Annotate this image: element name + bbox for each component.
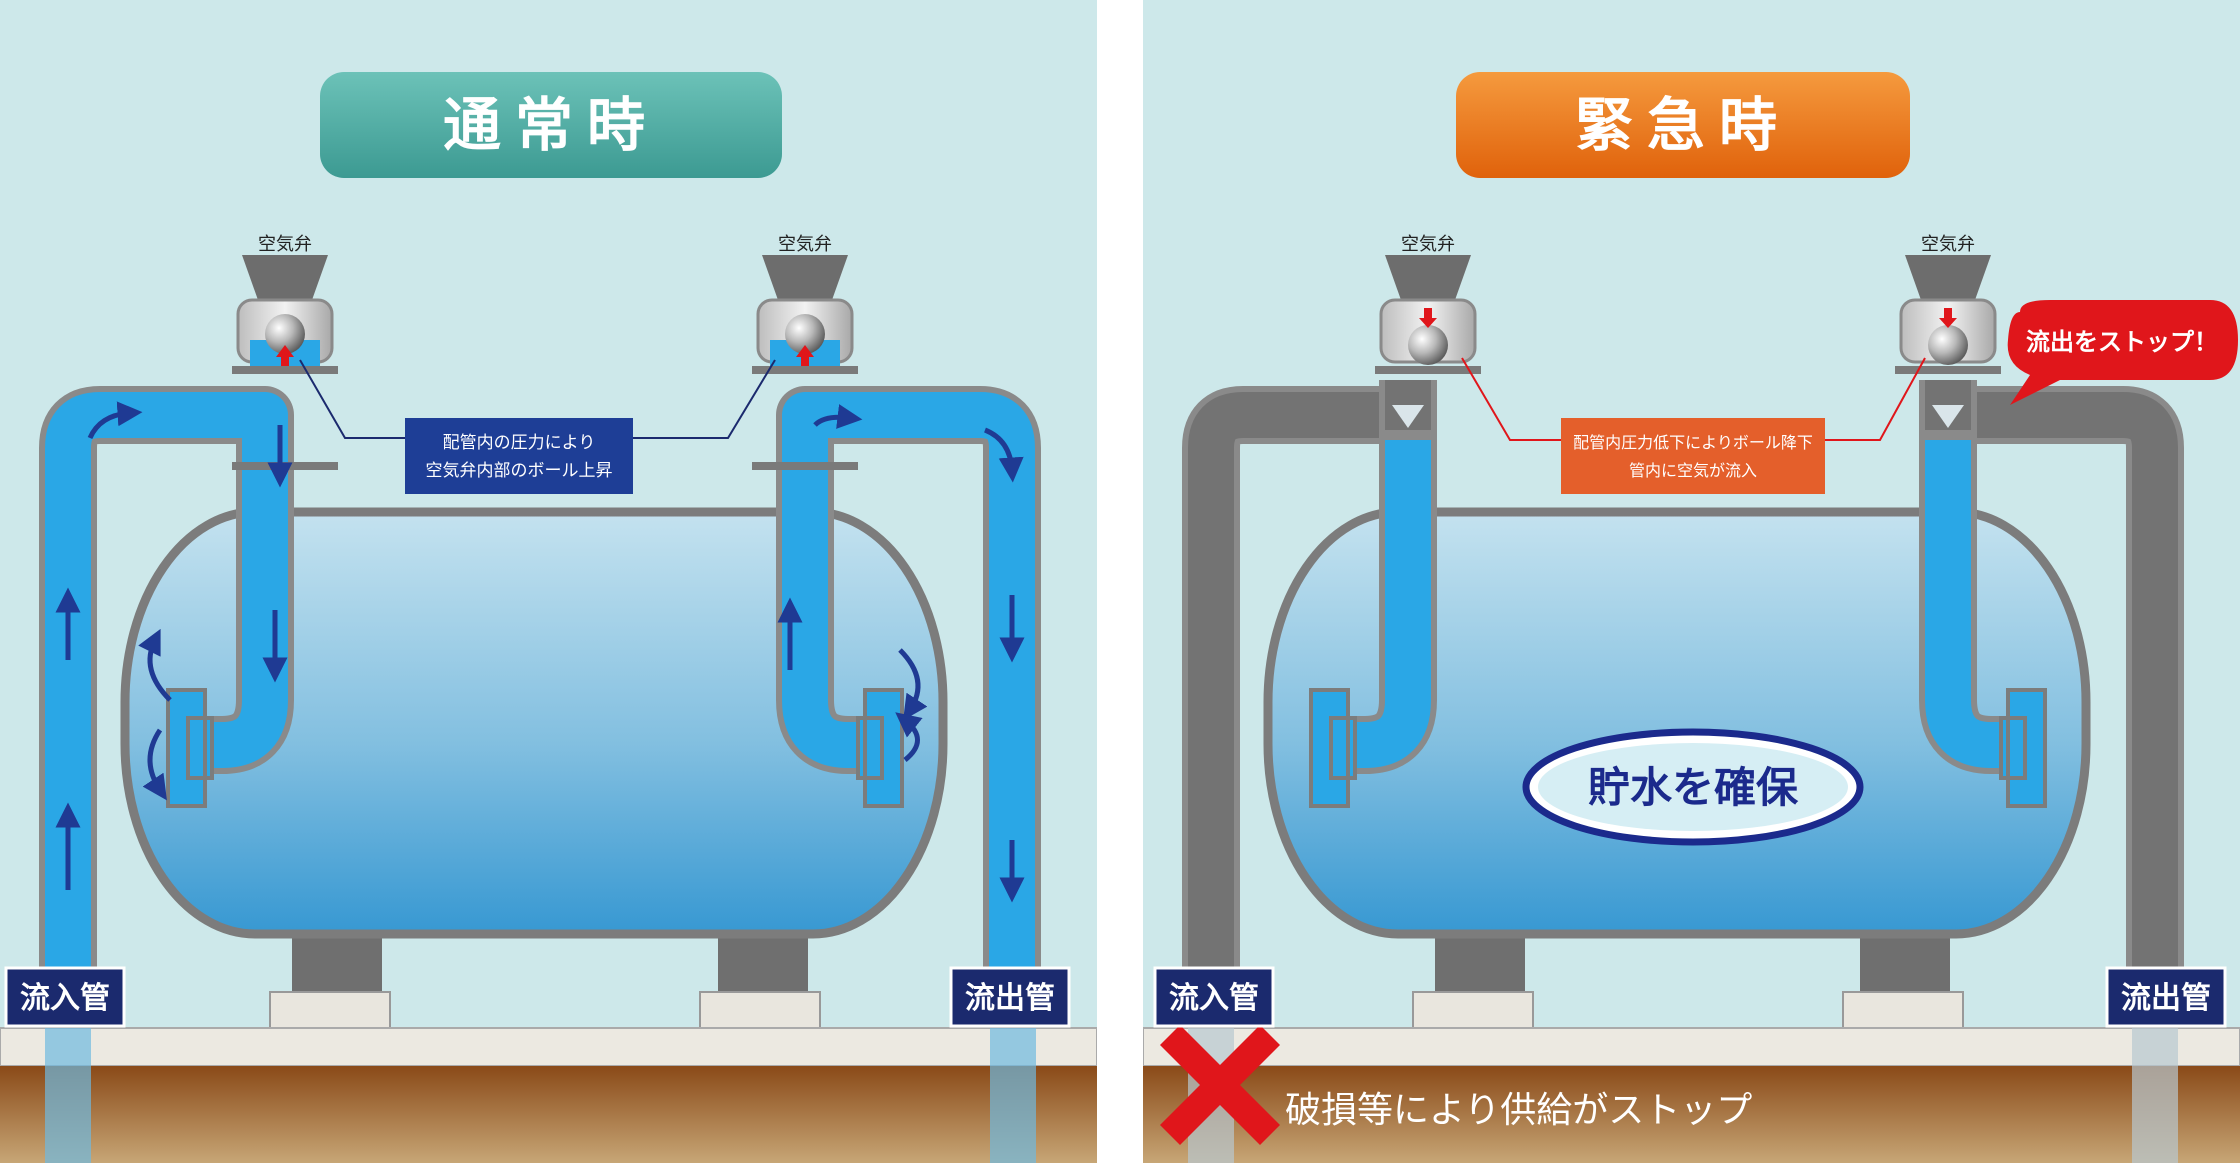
red-x-icon: [1160, 1025, 1280, 1145]
normal-callout-line2: 空気弁内部のボール上昇: [426, 461, 613, 481]
air-valve-right: [1895, 255, 2001, 374]
emergency-callout-box: [1561, 418, 1825, 494]
stop-bubble: [2007, 300, 2238, 405]
emergency-valve-label-right: 空気弁: [1921, 234, 1975, 255]
emergency-title: 緊急時: [1575, 91, 1791, 159]
tank-foot-right: [1842, 991, 1964, 1029]
tank-foot-left: [1412, 991, 1534, 1029]
inlet-bell-mouth: [166, 688, 214, 808]
storage-tank: [120, 507, 948, 939]
tank-foot-right: [699, 991, 821, 1029]
emergency-title-badge: [1456, 72, 1910, 178]
tank-foot-left: [269, 991, 391, 1029]
normal-callout-box: [405, 418, 633, 494]
emergency-outlet-label-box: [2105, 966, 2227, 1028]
emergency-callout-line1: 配管内圧力低下によりボール降下: [1573, 433, 1813, 452]
air-valve-right: [752, 255, 858, 374]
emergency-callout-line2: 管内に空気が流入: [1629, 461, 1757, 480]
normal-outlet-label-box: [949, 966, 1071, 1028]
normal-valve-label-left: 空気弁: [258, 234, 312, 255]
emergency-callout-line-left: [1461, 357, 1561, 441]
outlet-bell-mouth: [856, 688, 904, 808]
normal-callout-line-left: [299, 359, 405, 439]
air-valve-left: [1375, 255, 1481, 374]
storage-label: 貯水を確保: [1588, 763, 1799, 812]
normal-panel: [0, 0, 1098, 1163]
normal-inlet-label-box: [4, 966, 126, 1028]
normal-callout-line-right: [628, 359, 776, 439]
stop-bubble-text: 流出をストップ！: [2026, 328, 2218, 356]
emergency-callout-line-right: [1825, 357, 1926, 441]
ground-surface: [0, 1027, 1098, 1067]
damage-note: 破損等により供給がストップ: [1285, 1090, 1752, 1131]
emergency-outlet-label: 流出管: [2121, 981, 2211, 1016]
emergency-inlet-label: 流入管: [1169, 981, 1259, 1016]
ground-soil: [1143, 1066, 2240, 1163]
emergency-inlet-label-box: [1153, 966, 1275, 1028]
emergency-panel: [1142, 0, 2240, 1163]
normal-callout-line1: 配管内の圧力により: [443, 433, 596, 453]
normal-valve-label-right: 空気弁: [778, 234, 832, 255]
normal-outlet-label: 流出管: [965, 981, 1055, 1016]
normal-title: 通常時: [443, 91, 659, 159]
storage-tank: [1263, 507, 2091, 939]
emergency-valve-label-left: 空気弁: [1401, 234, 1455, 255]
ground-surface: [1142, 1027, 2240, 1067]
ground-soil: [0, 1066, 1097, 1163]
panel-divider: [1097, 0, 1143, 1163]
normal-title-badge: [320, 72, 782, 178]
air-valve-left: [232, 255, 338, 374]
normal-inlet-label: 流入管: [20, 981, 110, 1016]
